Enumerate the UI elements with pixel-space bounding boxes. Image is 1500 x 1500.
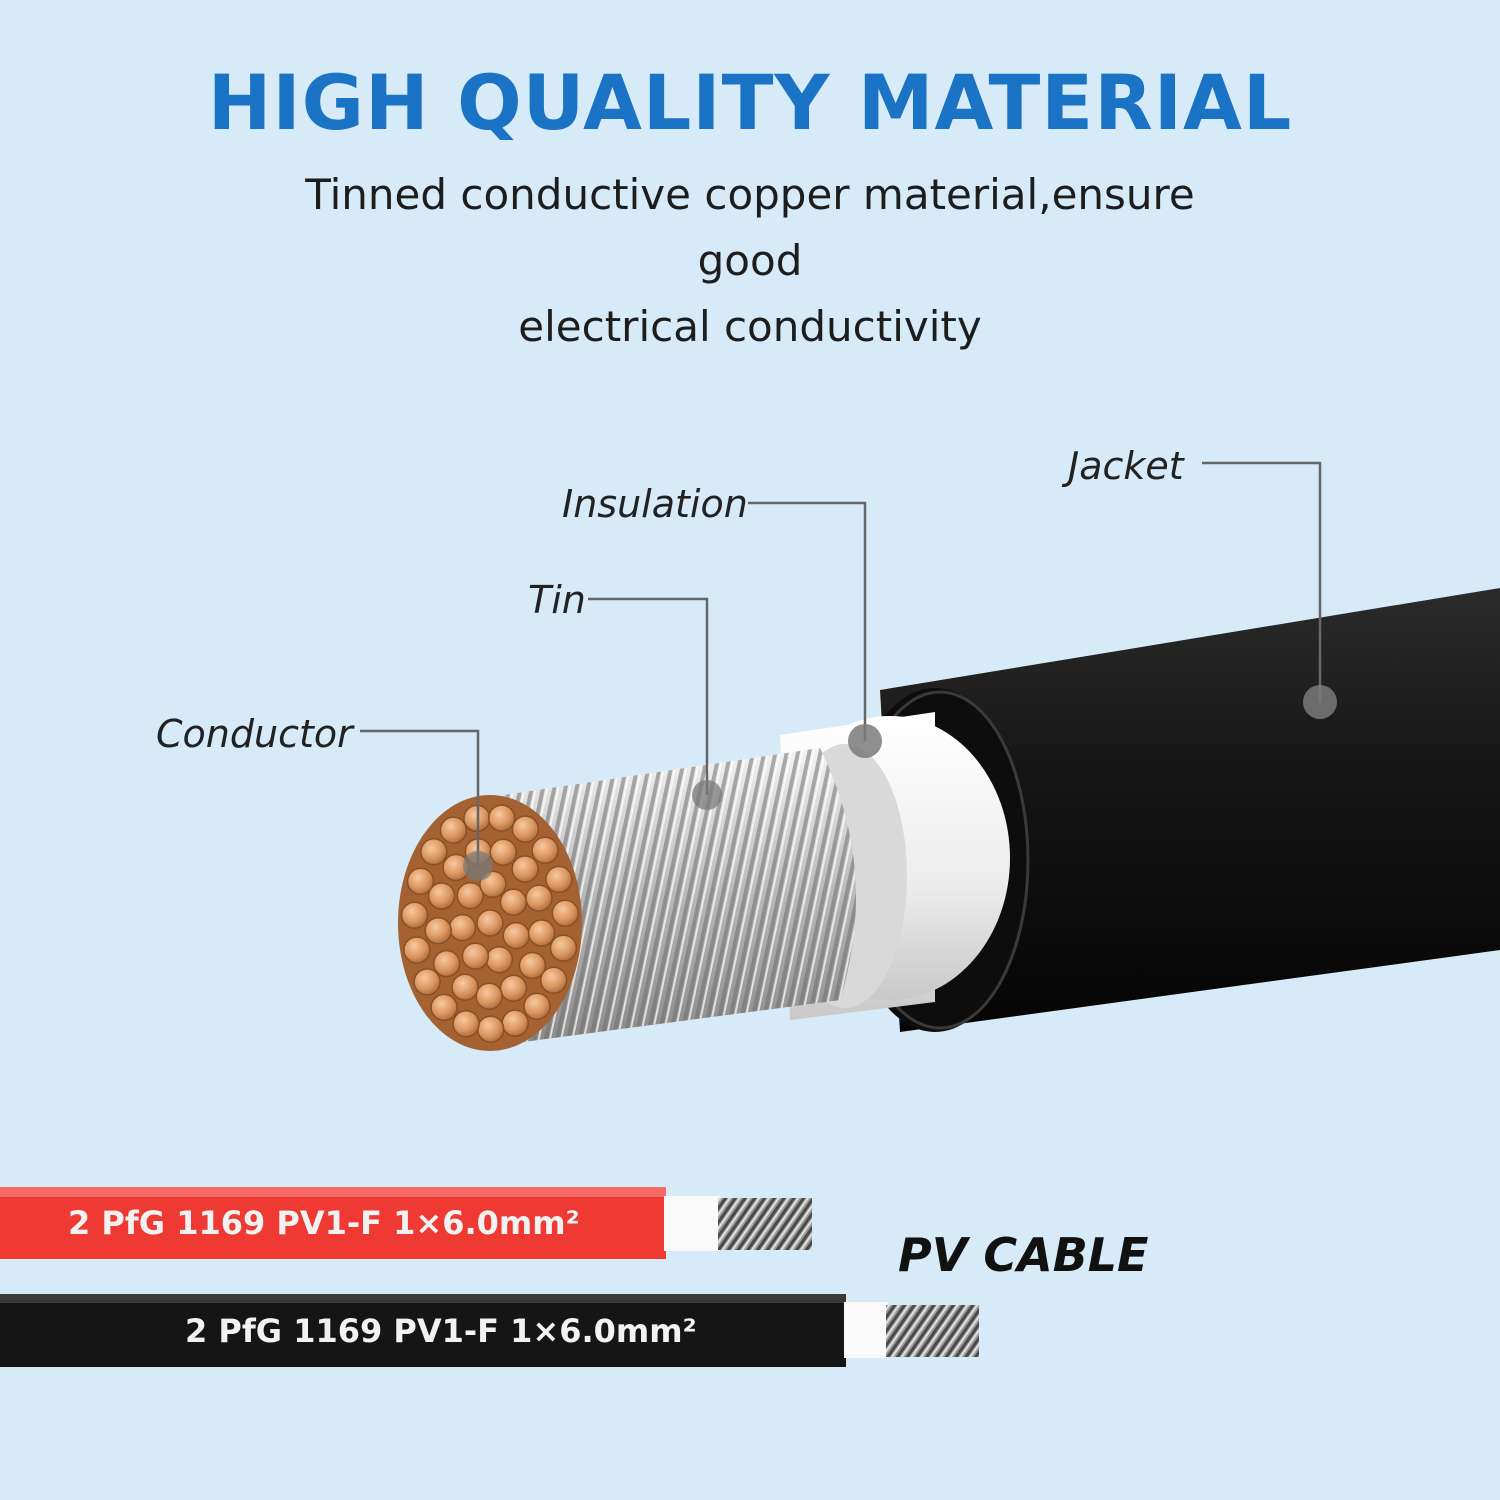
insulation-leader-line xyxy=(748,501,867,741)
copper-strand xyxy=(527,919,556,947)
headline: HIGH QUALITY MATERIAL xyxy=(207,58,1293,147)
copper-strand xyxy=(451,973,479,1001)
copper-strand xyxy=(523,992,551,1020)
copper-strand xyxy=(487,804,516,832)
copper-strand xyxy=(485,945,514,974)
copper-strand xyxy=(551,899,580,927)
copper-strand xyxy=(499,888,528,916)
copper-strand xyxy=(531,836,559,865)
copper-strands xyxy=(400,804,580,1043)
copper-strand xyxy=(511,855,539,883)
copper-strand xyxy=(499,974,528,1003)
insulation-label: Insulation xyxy=(562,482,748,526)
copper-strand xyxy=(476,909,504,937)
copper-strand xyxy=(549,934,578,962)
copper-strand xyxy=(501,1009,529,1037)
black-cable-insulation xyxy=(844,1302,888,1358)
copper-strand xyxy=(489,838,518,867)
black-cable-jacket xyxy=(0,1294,846,1367)
jacket-leader-line xyxy=(1202,461,1322,702)
copper-strand xyxy=(448,913,477,942)
red-cable-jacket xyxy=(0,1187,666,1259)
copper-strand xyxy=(424,916,452,945)
jacket-label: Jacket xyxy=(1068,444,1184,488)
copper-strand xyxy=(476,1015,505,1043)
copper-strand xyxy=(403,936,431,964)
subheadline: Tinned conductive copper material,ensure… xyxy=(250,162,1250,360)
subheadline-line-2: electrical conductivity xyxy=(518,302,982,351)
copper-strand xyxy=(439,816,468,844)
red-cable-print: 2 PfG 1169 PV1-F 1×6.0mm² xyxy=(68,1204,580,1242)
copper-strand xyxy=(518,951,547,980)
copper-strand xyxy=(400,901,429,929)
red-cable-insulation xyxy=(664,1196,720,1251)
black-cable-strands xyxy=(886,1305,979,1357)
copper-strand xyxy=(525,884,553,912)
copper-strand xyxy=(545,865,573,894)
subheadline-line-1: Tinned conductive copper material,ensure… xyxy=(305,170,1195,285)
copper-strand xyxy=(406,867,435,896)
tin-label: Tin xyxy=(528,578,586,622)
copper-strand xyxy=(461,942,490,970)
copper-strand xyxy=(475,982,503,1010)
copper-strand xyxy=(456,881,485,910)
jacket-body xyxy=(880,588,1500,1032)
copper-strand xyxy=(452,1010,480,1038)
red-cable-strands xyxy=(718,1198,812,1250)
tin-leader-line xyxy=(588,597,709,795)
copper-strand xyxy=(420,838,448,866)
black-cable-print: 2 PfG 1169 PV1-F 1×6.0mm² xyxy=(185,1312,697,1350)
copper-strand xyxy=(502,921,530,950)
copper-strand xyxy=(432,949,461,978)
copper-strand xyxy=(430,993,458,1022)
copper-strand xyxy=(427,882,456,910)
pv-cable-title: PV CABLE xyxy=(898,1228,1149,1282)
conductor-label: Conductor xyxy=(156,712,353,756)
copper-strand xyxy=(511,815,540,843)
copper-strand xyxy=(539,966,568,994)
conductor-leader-line xyxy=(360,729,480,866)
copper-strand xyxy=(413,968,441,996)
